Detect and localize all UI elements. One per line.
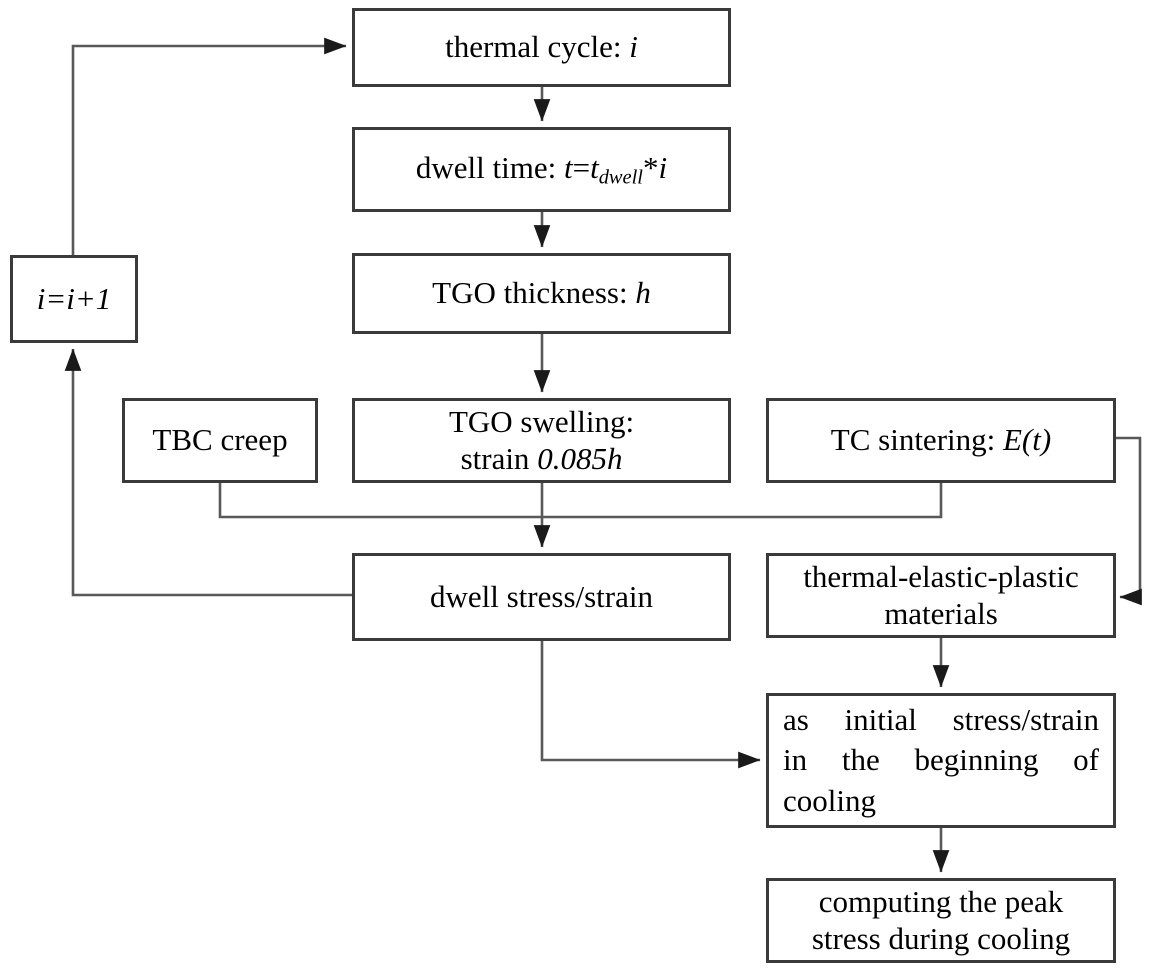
node-thermal-cycle[interactable]: thermal cycle: i [352, 8, 731, 87]
node-thermal-elastic-plastic-line2: materials [884, 595, 998, 631]
node-dwell-time[interactable]: dwell time: t=tdwell*i [352, 127, 731, 212]
node-tgo-thickness[interactable]: TGO thickness: h [352, 253, 731, 334]
node-i-increment-label: i=i+1 [36, 280, 112, 316]
node-tc-sintering-label: TC sintering: E(t) [830, 422, 1052, 458]
node-tc-sintering[interactable]: TC sintering: E(t) [766, 398, 1116, 483]
node-tbc-creep-label: TBC creep [152, 422, 288, 458]
node-computing-peak-stress-label: computing the peak stress during cooling [769, 884, 1113, 957]
node-tgo-swelling-label: TGO swelling: strain 0.085h [355, 404, 728, 477]
node-dwell-stress-strain-label: dwell stress/strain [430, 578, 653, 614]
node-tgo-swelling-line1: TGO swelling: [448, 403, 635, 439]
node-thermal-cycle-label: thermal cycle: i [445, 29, 638, 65]
node-initial-stress-strain-line1: as initial stress/strain [783, 702, 1099, 738]
node-computing-peak-stress-line2: stress during cooling [811, 920, 1071, 956]
node-computing-peak-stress[interactable]: computing the peak stress during cooling [766, 878, 1116, 963]
node-computing-peak-stress-line1: computing the peak [818, 883, 1064, 919]
node-initial-stress-strain-label: as initial stress/strain in the beginnin… [769, 700, 1113, 821]
node-initial-stress-strain[interactable]: as initial stress/strain in the beginnin… [766, 693, 1116, 828]
edge-tbc-creep-to-tc-sintering-rail [218, 483, 943, 519]
edge-dwell-stress-to-initial-stress [540, 641, 761, 769]
node-dwell-time-label: dwell time: t=tdwell*i [415, 149, 668, 189]
node-tgo-swelling-line2-value: 0.085h [537, 440, 623, 476]
node-i-increment[interactable]: i=i+1 [10, 255, 138, 343]
node-initial-stress-strain-line2: in the beginning of [783, 742, 1099, 778]
node-tgo-swelling-line2-prefix: strain [460, 440, 538, 476]
node-tbc-creep[interactable]: TBC creep [122, 398, 318, 483]
node-tgo-swelling[interactable]: TGO swelling: strain 0.085h [352, 398, 731, 483]
edge-tc-sintering-to-thermal-elastic-plastic [1116, 436, 1142, 606]
node-thermal-elastic-plastic[interactable]: thermal-elastic-plastic materials [766, 553, 1116, 638]
node-thermal-elastic-plastic-line1: thermal-elastic-plastic [803, 558, 1079, 594]
edge-i-increment-to-thermal-cycle [71, 37, 347, 255]
node-initial-stress-strain-line3: cooling [783, 782, 876, 818]
node-tgo-thickness-label: TGO thickness: h [432, 275, 651, 311]
node-thermal-elastic-plastic-label: thermal-elastic-plastic materials [769, 559, 1113, 632]
node-dwell-stress-strain[interactable]: dwell stress/strain [352, 553, 731, 641]
